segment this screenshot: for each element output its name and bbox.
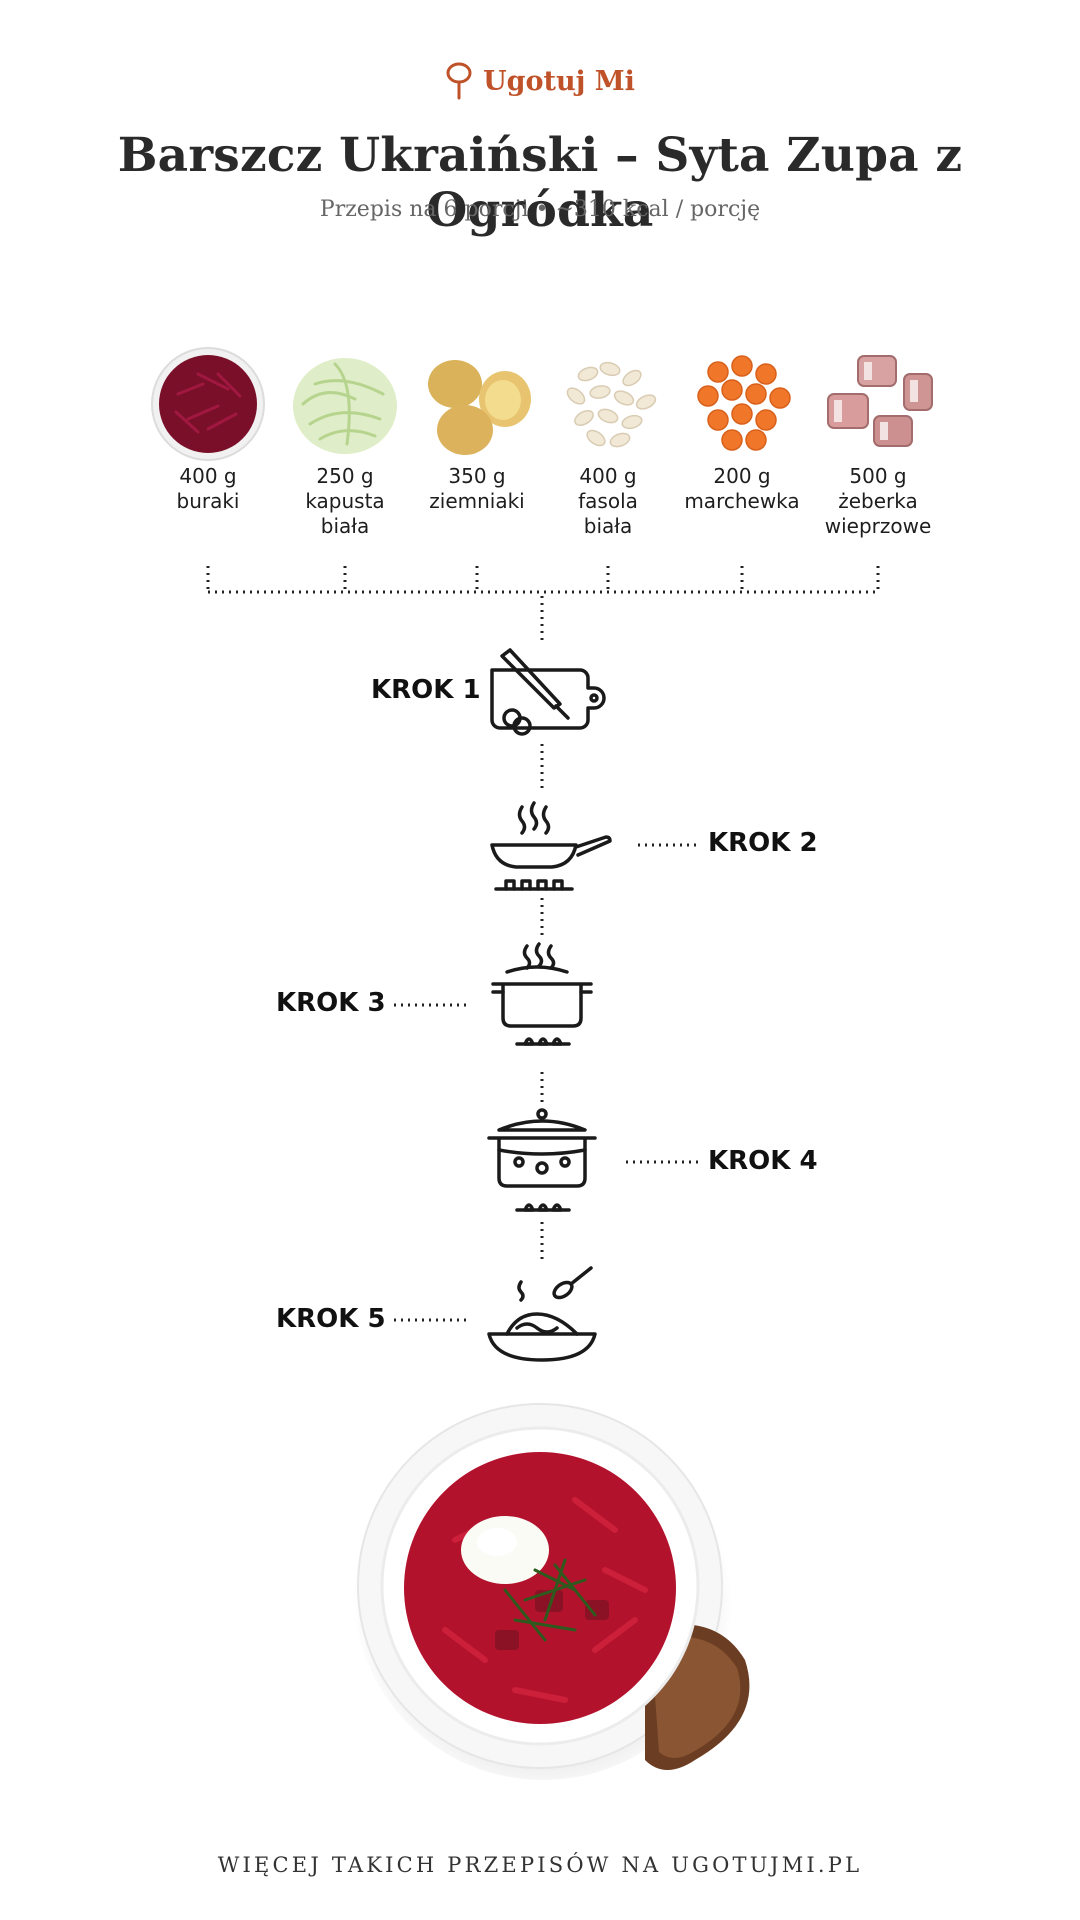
page-subtitle: Przepis na 6 porcji • ~310 kcal / porcję bbox=[319, 197, 761, 222]
shredded-cabbage-image bbox=[293, 358, 397, 454]
spoon-icon bbox=[446, 62, 472, 100]
ingredient-name: marchewka bbox=[684, 489, 800, 513]
ingredient-qty: 400 g bbox=[179, 464, 237, 488]
ingredient-name: żeberka wieprzowe bbox=[824, 489, 932, 538]
brand-name: Ugotuj Mi bbox=[483, 65, 635, 97]
cutting-board-knife-icon bbox=[490, 648, 606, 736]
ingredient-item: 200 g marchewka bbox=[677, 344, 807, 514]
step-label-4: KROK 4 bbox=[708, 1146, 818, 1176]
ingredient-name: fasola biała bbox=[578, 489, 638, 538]
ingredient-qty: 400 g bbox=[579, 464, 637, 488]
white-beans-image bbox=[566, 361, 657, 448]
ingredient-item: 400 g buraki bbox=[143, 344, 273, 514]
ingredient-qty: 250 g bbox=[316, 464, 374, 488]
step-label-5: KROK 5 bbox=[276, 1304, 386, 1334]
ingredient-qty: 350 g bbox=[448, 464, 506, 488]
brand-logo: Ugotuj Mi bbox=[0, 58, 1080, 104]
page-title: Barszcz Ukraiński – Syta Zupa z Ogródka bbox=[117, 128, 963, 238]
ingredient-item: 350 g ziemniaki bbox=[412, 344, 542, 514]
ingredient-name: buraki bbox=[176, 489, 240, 513]
steaming-pot-icon bbox=[491, 942, 593, 1046]
potatoes-image bbox=[428, 360, 531, 455]
step-label-3: KROK 3 bbox=[276, 988, 386, 1018]
step-label-2: KROK 2 bbox=[708, 828, 818, 858]
ingredient-name: kapusta biała bbox=[305, 489, 385, 538]
ingredient-qty: 500 g bbox=[849, 464, 907, 488]
boiling-pot-icon bbox=[487, 1108, 597, 1212]
sliced-carrots-image bbox=[697, 355, 791, 451]
borscht-bowl-image bbox=[353, 1400, 750, 1780]
serving-plate-icon bbox=[487, 1266, 597, 1362]
ingredient-qty: 200 g bbox=[713, 464, 771, 488]
ingredient-name: ziemniaki bbox=[429, 489, 525, 513]
ingredient-item: 500 g żeberka wieprzowe bbox=[813, 344, 943, 539]
grated-beetroot-image bbox=[151, 347, 265, 461]
footer-link[interactable]: WIĘCEJ TAKICH PRZEPISÓW NA UGOTUJMI.PL bbox=[217, 1853, 863, 1877]
step-label-1: KROK 1 bbox=[371, 675, 481, 705]
pork-ribs-image bbox=[827, 355, 933, 447]
frying-pan-icon bbox=[490, 801, 612, 891]
ingredient-item: 400 g fasola biała bbox=[543, 344, 673, 539]
ingredient-item: 250 g kapusta biała bbox=[280, 344, 410, 539]
